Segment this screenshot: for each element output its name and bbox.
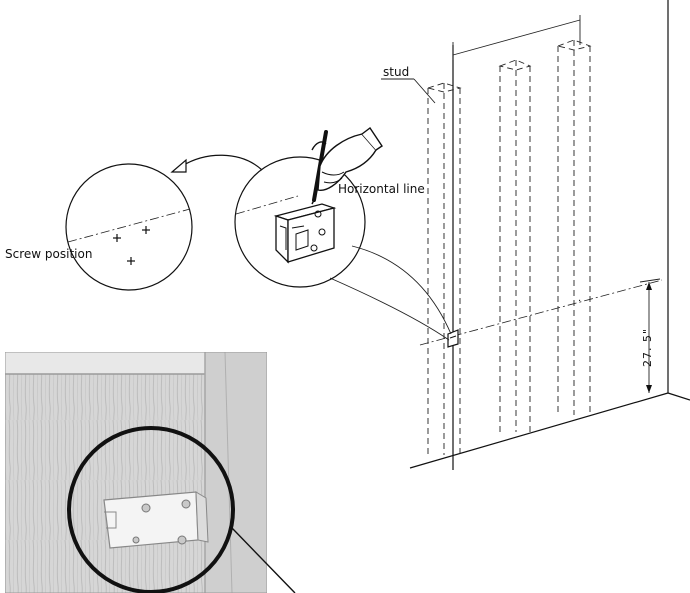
screw-mark-icon [113,234,121,242]
wall-bracket-icon [447,329,459,348]
leader-curve [351,245,452,335]
leader-curve-2 [329,277,450,341]
installed-bracket-photo [5,352,267,593]
stud-label: stud [383,65,409,79]
photo-bracket-icon [103,491,209,549]
screw-mark-icon [142,226,150,234]
bracket-icon [273,203,337,264]
height-dimension: 27. 5" [639,278,661,393]
magnifier-leader [231,527,296,593]
stud-right [556,39,592,415]
horizontal-line-label: Horizontal line [338,182,425,196]
horizontal-mark-line: · [419,279,663,346]
screw-position-detail: Screw position [5,163,193,291]
width-dimension [452,15,581,60]
curved-arrow-icon [170,154,263,173]
height-dimension-label: 27. 5" [641,328,654,367]
stud-left [426,82,462,455]
screw-position-label: Screw position [5,247,92,261]
wall-outline [409,0,690,470]
screw-mark-icon [127,257,135,265]
bracket-detail: Horizontal line [234,126,425,288]
svg-text:·: · [578,296,581,307]
magnifier-ring [67,426,235,593]
stud-label-group: stud [381,65,436,104]
stud-middle [498,59,532,432]
hand-with-pencil-icon [311,126,383,205]
